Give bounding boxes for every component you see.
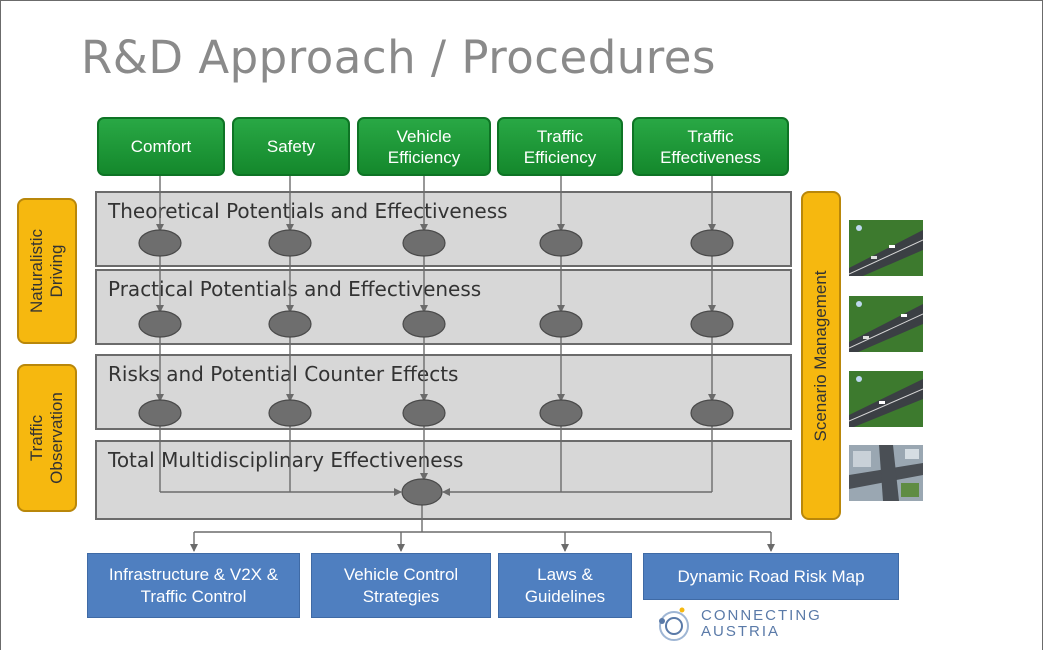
criterion-label: Safety xyxy=(266,137,316,156)
flow-node xyxy=(539,229,583,257)
flow-node xyxy=(138,399,182,427)
output-vehicle-control: Vehicle Control Strategies xyxy=(311,553,491,618)
layer-total: Total Multidisciplinary Effectiveness xyxy=(95,440,792,520)
connecting-austria-logo: CONNECTING AUSTRIA xyxy=(651,601,891,647)
criterion-traffic-effectiveness: Traffic Effectiveness xyxy=(632,117,789,176)
layer-label: Total Multidisciplinary Effectiveness xyxy=(108,448,464,472)
criterion-label: Traffic Effectiveness xyxy=(660,126,761,167)
output-label: Vehicle Control Strategies xyxy=(343,564,459,606)
flow-node xyxy=(268,399,312,427)
logo-line-1: CONNECTING xyxy=(701,607,822,624)
layer-label: Practical Potentials and Effectiveness xyxy=(108,277,482,301)
road-scenario-image-2 xyxy=(849,296,923,352)
output-label: Dynamic Road Risk Map xyxy=(677,566,865,586)
logo-line-2: AUSTRIA xyxy=(701,623,781,640)
criterion-label: Traffic Efficiency xyxy=(523,126,597,167)
output-dynamic-road-risk-map: Dynamic Road Risk Map xyxy=(643,553,899,600)
flow-node xyxy=(690,229,734,257)
flow-node xyxy=(402,310,446,338)
flow-node xyxy=(690,310,734,338)
criterion-comfort: Comfort xyxy=(97,117,225,176)
layer-practical: Practical Potentials and Effectiveness xyxy=(95,269,792,345)
criterion-safety: Safety xyxy=(232,117,350,176)
input-naturalistic-driving: Naturalistic Driving xyxy=(17,198,77,344)
criterion-label: Comfort xyxy=(130,137,192,156)
flow-connectors xyxy=(156,176,775,552)
layer-label: Risks and Potential Counter Effects xyxy=(108,362,459,386)
output-infrastructure-v2x: Infrastructure & V2X & Traffic Control xyxy=(87,553,300,618)
criterion-traffic-efficiency: Traffic Efficiency xyxy=(497,117,623,176)
flow-node xyxy=(138,229,182,257)
flow-nodes xyxy=(138,229,734,506)
flow-node xyxy=(268,229,312,257)
logo-mark-icon xyxy=(659,607,689,641)
layer-label: Theoretical Potentials and Effectiveness xyxy=(108,199,508,223)
flow-node xyxy=(690,399,734,427)
flow-node xyxy=(268,310,312,338)
input-scenario-management: Scenario Management xyxy=(801,191,841,520)
output-label: Laws & Guidelines xyxy=(524,564,606,606)
layer-theoretical: Theoretical Potentials and Effectiveness xyxy=(95,191,792,267)
road-scenario-image-3 xyxy=(849,371,923,427)
output-label: Infrastructure & V2X & Traffic Control xyxy=(108,564,279,606)
road-scenario-image-1 xyxy=(849,220,923,276)
output-laws-guidelines: Laws & Guidelines xyxy=(498,553,632,618)
flow-node xyxy=(539,399,583,427)
flow-node xyxy=(539,310,583,338)
slide-title: R&D Approach / Procedures xyxy=(81,31,716,84)
input-traffic-observation: Traffic Observation xyxy=(17,364,77,512)
criterion-label: Vehicle Efficiency xyxy=(387,126,461,167)
layer-risks: Risks and Potential Counter Effects xyxy=(95,354,792,430)
flow-node xyxy=(402,229,446,257)
flow-hub-node xyxy=(401,478,443,506)
road-scenario-image-4 xyxy=(849,445,923,501)
criterion-vehicle-efficiency: Vehicle Efficiency xyxy=(357,117,491,176)
flow-node xyxy=(402,399,446,427)
flow-node xyxy=(138,310,182,338)
